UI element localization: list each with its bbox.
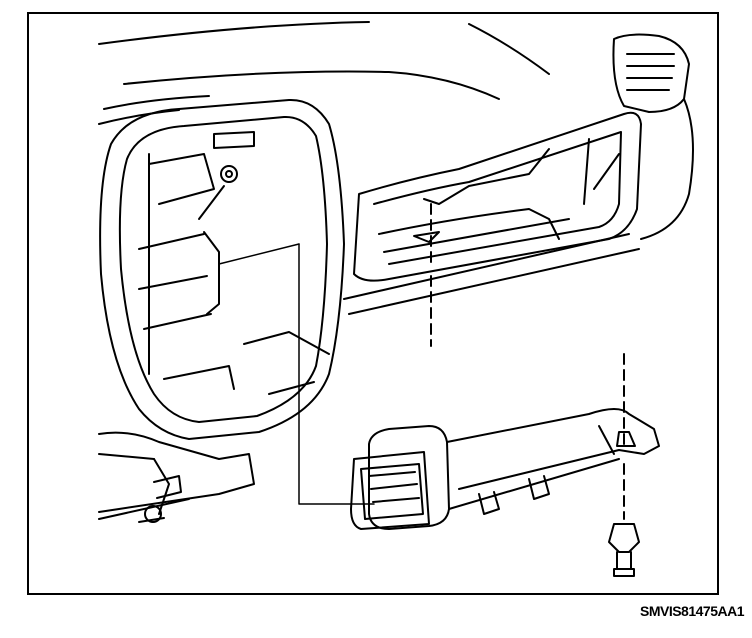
lower-left-panel [98, 431, 255, 523]
side-vent [612, 33, 694, 240]
upper-mounting-tab [198, 131, 255, 220]
diagram-frame [27, 12, 719, 595]
line-drawing [98, 21, 694, 577]
lower-air-duct [350, 408, 660, 530]
cluster-bezel-opening [99, 98, 345, 440]
dashboard-lower-duct [343, 111, 642, 315]
upper-screw-hole [413, 203, 440, 347]
alignment-leader-lines [218, 243, 375, 505]
retainer-clip [608, 353, 640, 577]
figure-reference-code: SMVIS81475AA1 [639, 603, 745, 619]
dashboard-upper-panel [98, 21, 550, 125]
